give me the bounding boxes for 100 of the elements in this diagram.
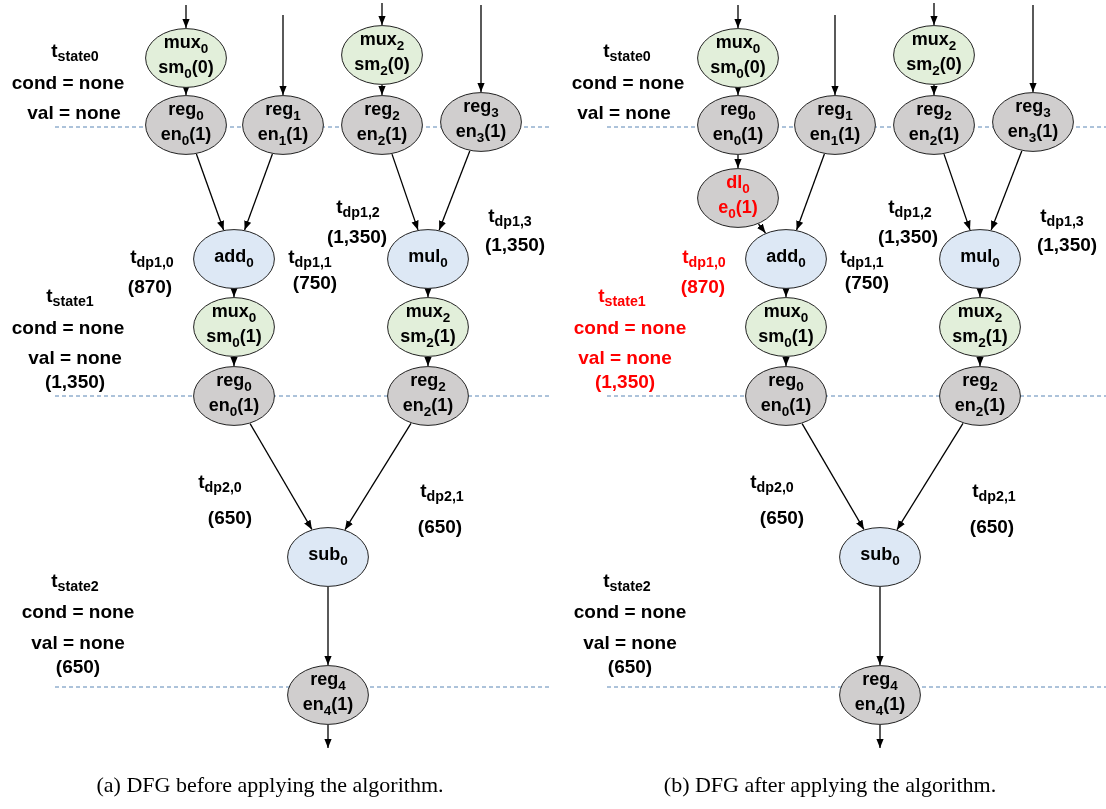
annotation-text: t$_{dp1,2}$ <box>336 195 380 221</box>
annotation-text: val = none <box>31 632 125 654</box>
annotation-text: (1,350) <box>877 226 939 248</box>
node-label: sub$_{0}$ <box>860 544 900 570</box>
annotation-text: (1,350) <box>44 371 106 393</box>
ellipse-node <box>145 28 227 88</box>
ellipse-node <box>745 297 827 357</box>
node-label: reg$_{1}$ <box>817 100 853 125</box>
annotation-text: t$_{dp2,0}$ <box>750 470 794 496</box>
ellipse-node <box>745 229 827 289</box>
arrow <box>230 356 238 367</box>
annotation-text: t$_{dp1,2}$ <box>888 195 932 221</box>
node-label: reg$_{3}$ <box>1015 97 1051 122</box>
annotation-text: (650) <box>207 507 253 529</box>
node-label: mux$_{2}$ <box>911 30 957 55</box>
ellipse-node <box>992 92 1074 152</box>
annotation-text: val = none <box>28 347 122 369</box>
annotation-text: t$_{dp2,1}$ <box>972 479 1016 505</box>
ellipse-node <box>287 527 369 587</box>
node-label: reg$_{0}$ <box>168 100 204 125</box>
node-label: sm$_{2}$(0) <box>906 55 962 80</box>
annotation-text: (650) <box>607 656 653 678</box>
arrow <box>324 586 332 666</box>
arrow <box>378 2 386 26</box>
arrow <box>782 287 790 298</box>
arrow <box>182 4 190 29</box>
arrow <box>1029 4 1037 93</box>
annotation-text: (650) <box>417 516 463 538</box>
ellipse-node <box>193 229 275 289</box>
annotation-text: (650) <box>55 656 101 678</box>
annotation-text: cond = none <box>11 317 125 339</box>
node-label: sm$_{2}$(1) <box>400 327 456 352</box>
arrow <box>990 150 1023 231</box>
arrow <box>795 153 826 231</box>
arrow <box>378 84 386 96</box>
arrow <box>391 153 419 231</box>
arrow <box>477 4 485 93</box>
ellipse-node <box>193 366 275 426</box>
arrow <box>344 422 412 531</box>
arrow <box>249 422 313 531</box>
node-label: mux$_{2}$ <box>405 302 451 327</box>
arrow <box>424 287 432 298</box>
annotation-text: cond = none <box>573 601 687 623</box>
annotation-text: t$_{dp1,0}$ <box>130 245 174 271</box>
node-label: sm$_{0}$(0) <box>158 58 214 83</box>
node-label: en$_{2}$(1) <box>954 396 1006 421</box>
arrow <box>230 287 238 298</box>
node-label: en$_{4}$(1) <box>854 695 906 720</box>
node-label: reg$_{0}$ <box>720 100 756 125</box>
arrow <box>424 356 432 367</box>
arrow <box>734 4 742 29</box>
annotation-text: t$_{state0}$ <box>51 39 99 65</box>
node-label: sm$_{0}$(1) <box>206 327 262 352</box>
arrow <box>279 14 287 96</box>
ellipse-node <box>697 28 779 88</box>
node-label: sm$_{0}$(1) <box>758 327 814 352</box>
node-label: en$_{0}$(1) <box>160 125 212 150</box>
node-label: reg$_{0}$ <box>216 371 252 396</box>
annotation-text: t$_{dp2,1}$ <box>420 479 464 505</box>
node-label: mux$_{0}$ <box>763 302 809 327</box>
ellipse-node <box>697 95 779 155</box>
annotation-text: t$_{state2}$ <box>51 569 99 595</box>
annotation-text: (750) <box>292 272 338 294</box>
annotation-text: (870) <box>680 276 726 298</box>
ellipse-node <box>893 95 975 155</box>
arrow <box>943 153 971 231</box>
node-label: mux$_{0}$ <box>163 33 209 58</box>
ellipse-node <box>387 297 469 357</box>
annotation-text: (650) <box>969 516 1015 538</box>
node-label: mux$_{0}$ <box>211 302 257 327</box>
annotation-text: t$_{state0}$ <box>603 39 651 65</box>
ellipse-node <box>341 25 423 85</box>
node-label: en$_{0}$(1) <box>760 396 812 421</box>
node-label: en$_{0}$(1) <box>208 396 260 421</box>
annotation-text: t$_{state2}$ <box>603 569 651 595</box>
arrow <box>976 356 984 367</box>
annotation-text: cond = none <box>573 317 687 339</box>
ellipse-node <box>387 229 469 289</box>
annotation-text: t$_{state1}$ <box>598 284 646 310</box>
node-label: reg$_{4}$ <box>310 670 346 695</box>
node-label: en$_{3}$(1) <box>455 122 507 147</box>
ellipse-node <box>440 92 522 152</box>
node-label: sub$_{0}$ <box>308 544 348 570</box>
arrow <box>976 287 984 298</box>
ellipse-node <box>387 366 469 426</box>
ellipse-node <box>145 95 227 155</box>
node-label: mux$_{2}$ <box>359 30 405 55</box>
arrow <box>438 150 471 231</box>
arrow <box>896 422 964 531</box>
node-label: mul$_{0}$ <box>960 246 1000 272</box>
annotation-text: val = none <box>578 347 672 369</box>
node-label: reg$_{2}$ <box>916 100 952 125</box>
ellipse-node <box>193 297 275 357</box>
node-label: reg$_{1}$ <box>265 100 301 125</box>
arrow <box>876 724 884 749</box>
annotation-text: t$_{dp1,3}$ <box>1040 204 1084 230</box>
ellipse-node <box>939 366 1021 426</box>
node-label: reg$_{2}$ <box>410 371 446 396</box>
arrow <box>876 586 884 666</box>
ellipse-node <box>745 366 827 426</box>
